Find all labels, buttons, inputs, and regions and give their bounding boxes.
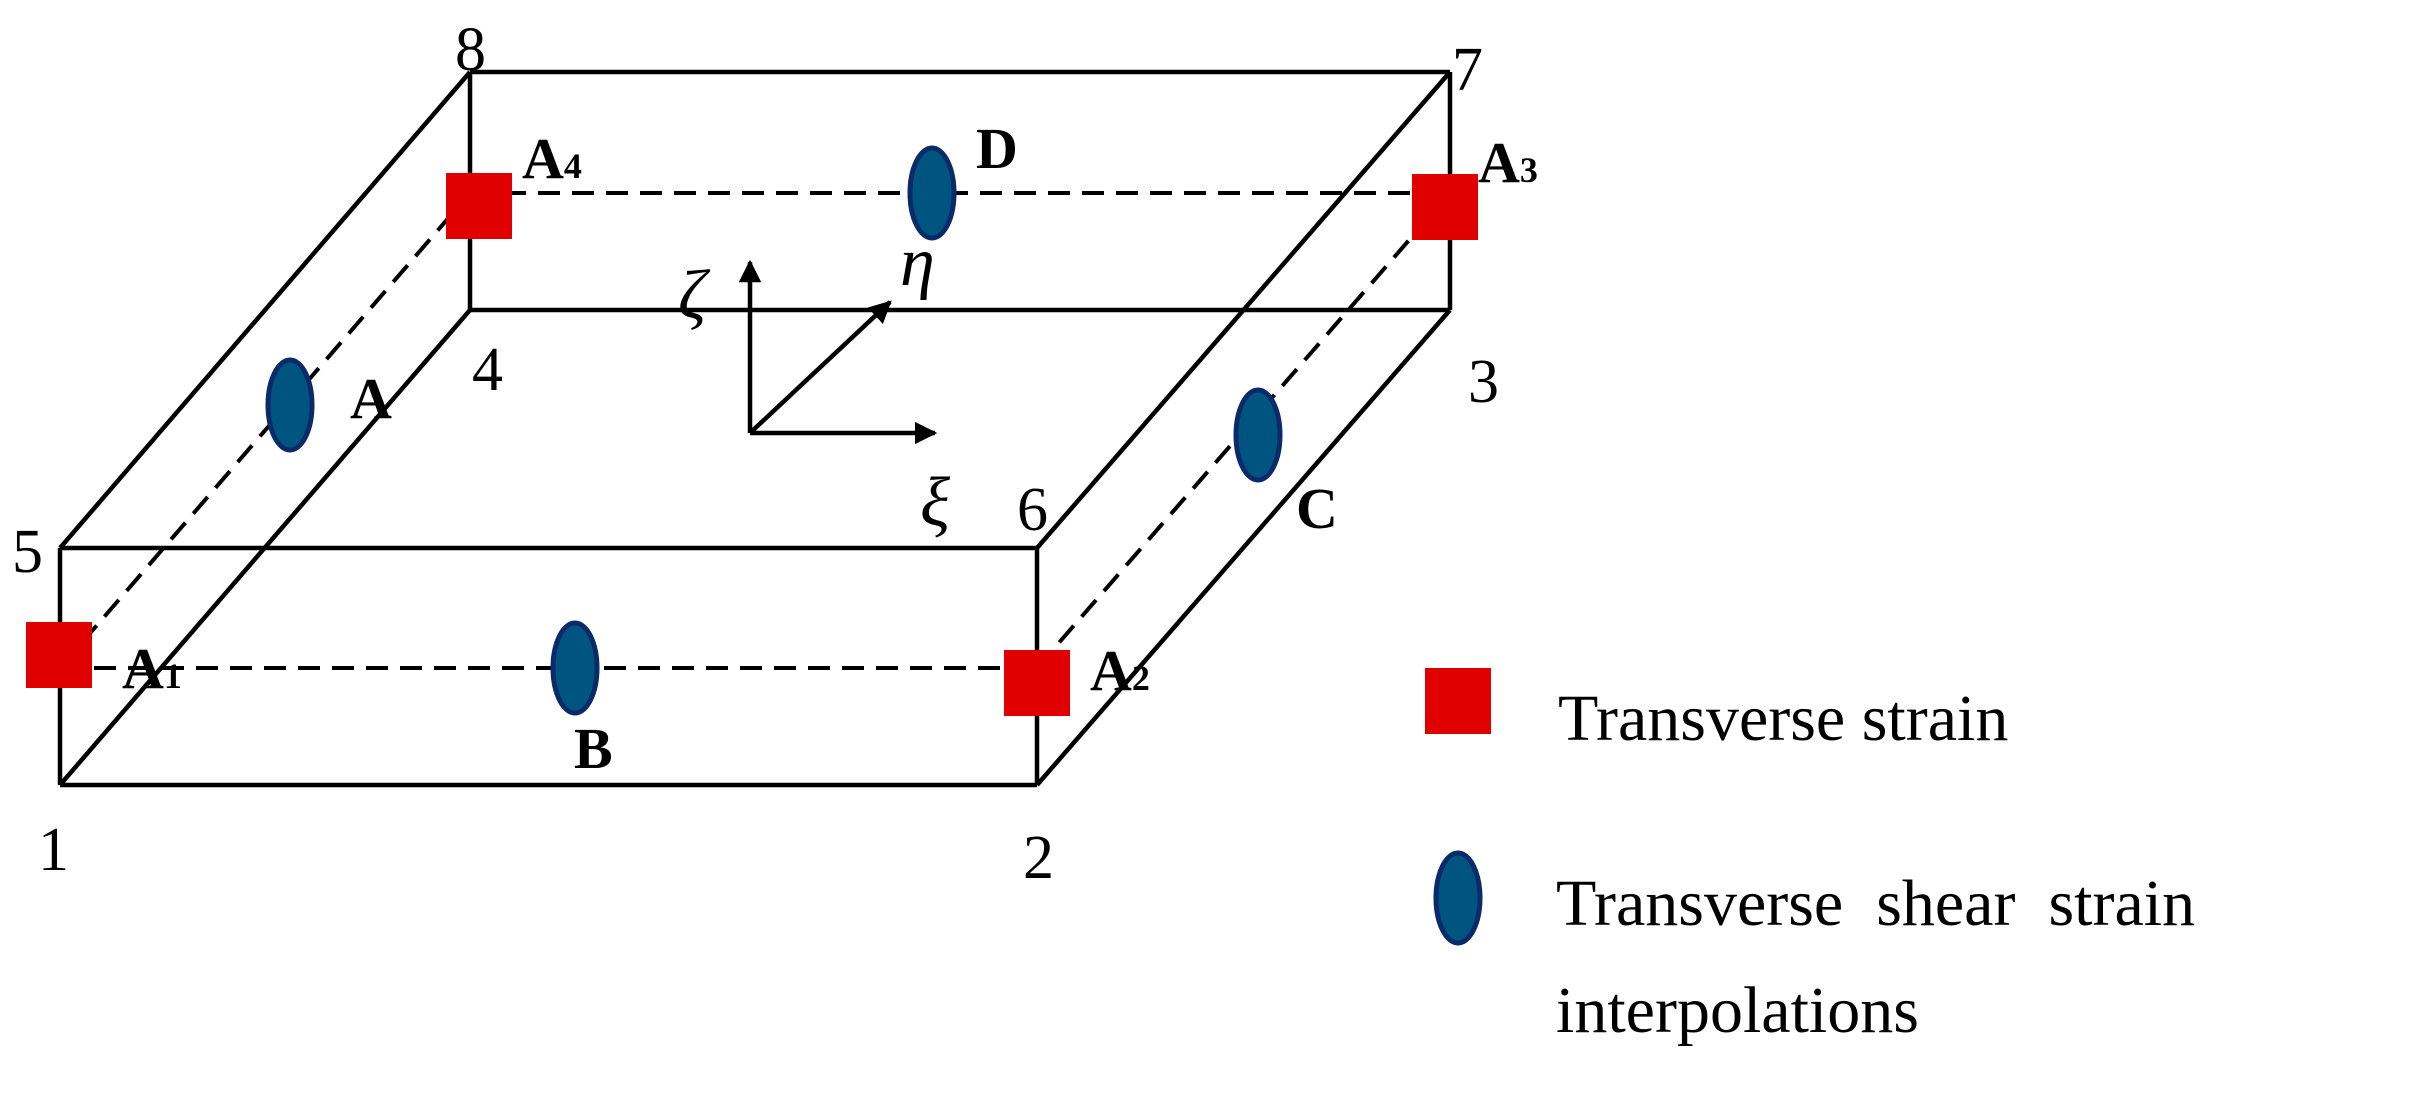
strain-labels: A1 A2 A3 A4 (122, 126, 1538, 703)
legend: Transverse strain Transverse shear strai… (1425, 668, 2195, 1047)
edge-5-8 (58, 70, 472, 550)
node-label-1: 1 (38, 816, 69, 884)
node-label-2: 2 (1023, 824, 1054, 892)
ellipse-a (265, 357, 315, 453)
local-axes: ζ η ξ (678, 224, 950, 541)
box-edges (57, 69, 1453, 788)
node-label-4: 4 (472, 336, 503, 404)
label-a3: A3 (1478, 130, 1538, 195)
shear-ellipses (265, 145, 1283, 716)
node-label-6: 6 (1017, 476, 1048, 544)
label-a2: A2 (1090, 638, 1150, 703)
node-label-7: 7 (1452, 36, 1483, 104)
eta-axis-arrow (748, 300, 892, 435)
legend-transverse-strain: Transverse strain (1558, 682, 2008, 755)
ellipse-b (550, 620, 600, 716)
label-a4: A4 (522, 126, 582, 191)
ellipse-d (907, 145, 957, 241)
node-label-5: 5 (12, 518, 43, 586)
shear-labels: A B C D (350, 116, 1338, 781)
edge-1-4 (58, 308, 472, 787)
square-a2 (1004, 650, 1070, 716)
label-shear-c: C (1296, 476, 1338, 541)
strain-squares (26, 173, 1478, 716)
node-labels: 1 2 3 4 5 6 7 8 (12, 16, 1499, 892)
square-a4 (446, 173, 512, 239)
label-shear-b: B (574, 716, 613, 781)
label-a1: A1 (122, 636, 182, 701)
label-shear-a: A (350, 366, 392, 431)
ellipse-c (1233, 387, 1283, 483)
node-label-8: 8 (455, 16, 486, 84)
legend-shear-line2: interpolations (1556, 974, 1919, 1047)
node-label-3: 3 (1468, 348, 1499, 416)
zeta-label: ζ (678, 257, 711, 334)
label-shear-d: D (976, 116, 1018, 181)
dash-a1-a4 (58, 191, 472, 670)
legend-ellipse-swatch (1433, 850, 1483, 946)
square-a1 (26, 622, 92, 688)
legend-shear-line1: Transverse shear strain (1556, 867, 2195, 940)
edge-2-3 (1035, 308, 1452, 787)
xi-label: ξ (920, 464, 950, 541)
square-a3 (1412, 174, 1478, 240)
legend-square-swatch (1425, 668, 1491, 734)
